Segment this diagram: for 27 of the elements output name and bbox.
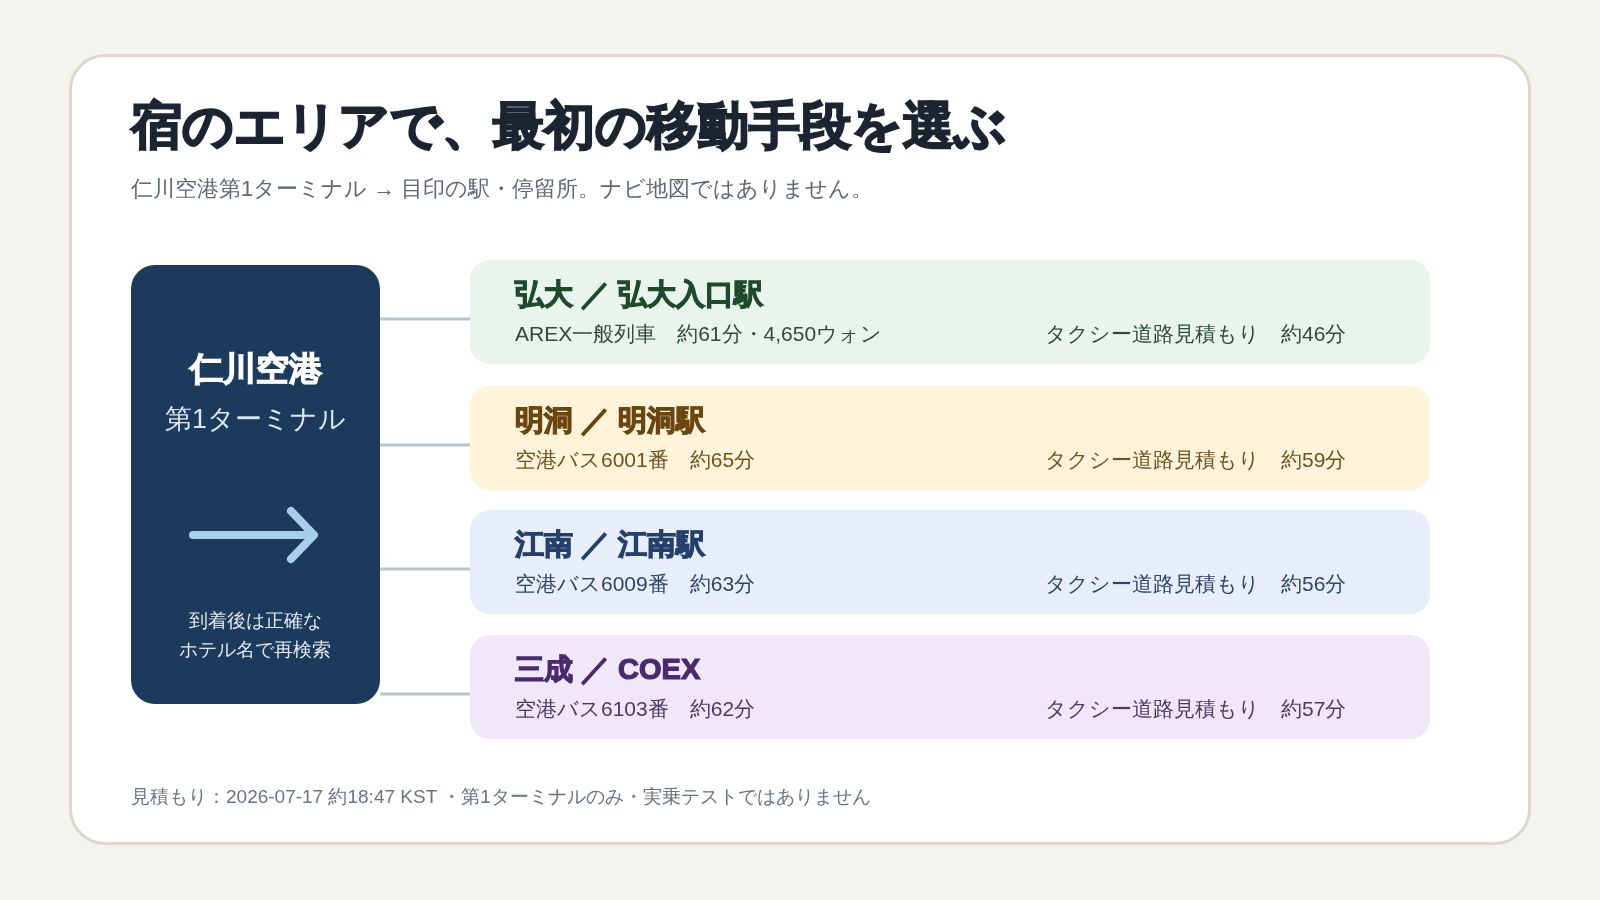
route-detail: 空港バス6001番 約65分 [515, 447, 756, 473]
node-title: 弘大 ／ 弘大入口駅 [515, 277, 764, 312]
destination-box [470, 386, 1430, 490]
route-detail: 空港バス6103番 約62分 [515, 696, 756, 722]
destination-box [470, 510, 1430, 614]
connector-line [380, 443, 470, 447]
footnote: 見積もり：2026-07-17 約18:47 KST ・第1ターミナルのみ・実乗テストではありません [131, 785, 871, 809]
taxi-estimate: タクシー道路見積もり 約46分 [1045, 321, 1347, 347]
taxi-estimate: タクシー道路見積もり 約56分 [1045, 571, 1347, 597]
terminal-box [131, 265, 380, 704]
subtitle: 仁川空港第1ターミナル → 目印の駅・停留所。ナビ地図ではありません。 [131, 176, 874, 202]
taxi-estimate: タクシー道路見積もり 約57分 [1045, 696, 1347, 722]
destination-box [470, 260, 1430, 364]
node-title: 仁川空港 [188, 349, 323, 389]
route-detail: 空港バス6009番 約63分 [515, 571, 756, 597]
node-title: 江南 ／ 江南駅 [515, 527, 706, 562]
node-title: 明洞 ／ 明洞駅 [515, 403, 706, 438]
route-detail: AREX一般列車 約61分・4,650ウォン [515, 321, 883, 347]
connector-line [380, 567, 470, 571]
node-subtitle: 第1ターミナル [164, 403, 347, 435]
title: 宿のエリアで、最初の移動手段を選ぶ [131, 96, 1006, 156]
node-note: 到着後は正確なホテル名で再検索 [178, 609, 332, 662]
destination-box [470, 635, 1430, 739]
node-title: 三成 ／ COEX [515, 652, 701, 687]
connector-line [380, 317, 470, 321]
taxi-estimate: タクシー道路見積もり 約59分 [1045, 447, 1347, 473]
connector-line [380, 692, 470, 696]
